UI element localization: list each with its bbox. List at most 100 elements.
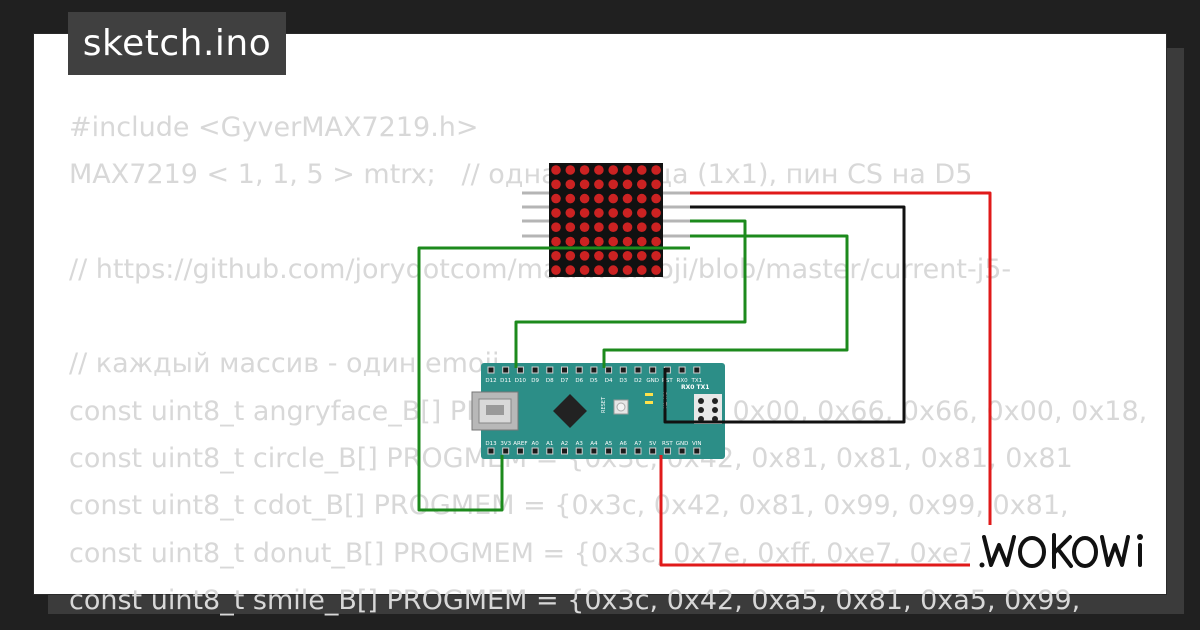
matrix-led [608, 236, 618, 247]
matrix-led [608, 251, 618, 261]
nano-pin-hole [502, 447, 510, 455]
matrix-led [551, 179, 561, 190]
nano-bottom-pin-label: A7 [634, 441, 642, 447]
matrix-led [579, 179, 590, 190]
reset-button [613, 399, 629, 415]
matrix-led [565, 265, 576, 275]
icsp-header [694, 394, 722, 424]
nano-pin-hole [561, 447, 568, 455]
nano-pin-hole [546, 366, 554, 374]
nano-pin-hole [693, 447, 701, 455]
nano-bottom-pin-label: A0 [531, 441, 539, 447]
code-line: const uint8_t cdot_B[] PROGMEM = {0x3c, … [69, 490, 1069, 522]
nano-pin-hole [575, 366, 583, 374]
matrix-led [551, 222, 561, 232]
matrix-led [594, 165, 604, 175]
nano-bottom-pin-label: VIN [692, 441, 702, 447]
nano-top-pin-label: D7 [561, 378, 569, 384]
nano-pin-hole [531, 447, 539, 455]
code-line: MAX7219 < 1, 1, 5 > mtrx; // одна матриц… [69, 159, 973, 191]
matrix-led [594, 236, 604, 247]
nano-pin-hole [487, 366, 495, 374]
matrix-pin-left [522, 205, 552, 209]
nano-pin-hole [487, 447, 495, 455]
nano-pin-hole [575, 447, 583, 455]
matrix-led [637, 208, 647, 218]
matrix-led [579, 265, 590, 275]
nano-pin-hole [516, 447, 524, 455]
led-matrix-module [522, 163, 690, 277]
matrix-led [551, 236, 561, 247]
nano-pin-hole [663, 447, 671, 455]
nano-top-pin-label: D9 [531, 378, 539, 384]
code-line: #include <GyverMAX7219.h> [69, 112, 479, 143]
file-tab[interactable]: sketch.ino [68, 12, 286, 75]
nano-pin-hole [561, 366, 568, 374]
led-rx [645, 401, 653, 404]
nano-pin-hole [619, 366, 627, 374]
wokwi-logo [970, 525, 1150, 577]
matrix-pin-right [660, 219, 690, 223]
matrix-led [651, 208, 661, 218]
matrix-led [565, 208, 576, 218]
matrix-led [622, 165, 633, 175]
nano-bottom-pin-label: AREF [513, 441, 527, 447]
matrix-led [622, 236, 633, 247]
code-line: const uint8_t smile_B[] PROGMEM = {0x3c,… [69, 584, 1081, 616]
matrix-led [565, 222, 576, 232]
matrix-led [651, 251, 661, 261]
matrix-led [651, 193, 661, 204]
matrix-pin-left [522, 219, 552, 223]
matrix-led [608, 222, 618, 232]
matrix-led [565, 251, 576, 261]
nano-bottom-pin-label: 5V [649, 441, 656, 447]
matrix-led [551, 165, 561, 175]
nano-pin-hole [678, 366, 686, 374]
matrix-led [651, 165, 661, 175]
matrix-led [565, 165, 576, 175]
matrix-led [579, 208, 590, 218]
matrix-led [622, 193, 633, 204]
nano-bottom-pin-label: RST [662, 441, 673, 447]
matrix-led [608, 165, 618, 175]
nano-bottom-pin-label: A5 [605, 441, 613, 447]
nano-top-pin-label: D2 [634, 378, 642, 384]
nano-top-pin-label: D8 [546, 378, 554, 384]
matrix-led [637, 251, 647, 261]
code-line: // каждый массив - один emoji [69, 348, 500, 380]
nano-top-pin-label: D6 [575, 378, 583, 384]
matrix-led [579, 165, 590, 175]
matrix-led [651, 222, 661, 232]
nano-pin-hole [649, 366, 657, 374]
nano-bottom-pin-label: A1 [546, 441, 553, 447]
matrix-pin-left [522, 191, 552, 195]
matrix-led [579, 193, 590, 204]
matrix-led [565, 193, 576, 204]
matrix-led [622, 208, 633, 218]
matrix-led [608, 208, 618, 218]
nano-pin-hole [590, 447, 598, 455]
usb-connector-icon [471, 391, 519, 431]
nano-pin-hole [693, 366, 701, 374]
matrix-led [608, 179, 618, 190]
wire-gnd-black [663, 205, 906, 424]
matrix-led [594, 265, 604, 275]
rx0-tx1-label: RX0 TX1 [681, 384, 709, 391]
matrix-led [622, 265, 633, 275]
matrix-led [608, 193, 618, 204]
matrix-led [594, 179, 604, 190]
matrix-pin-right [660, 205, 690, 209]
led-tx [645, 393, 653, 396]
mcu-chip [553, 394, 587, 428]
matrix-led [608, 265, 618, 275]
matrix-led [637, 179, 647, 190]
nano-bottom-pin-label: A2 [561, 441, 568, 447]
matrix-led [551, 265, 561, 275]
nano-bottom-pin-label: A6 [620, 441, 628, 447]
matrix-led [565, 236, 576, 247]
matrix-pin-right [660, 191, 690, 195]
nano-pin-hole [516, 366, 524, 374]
